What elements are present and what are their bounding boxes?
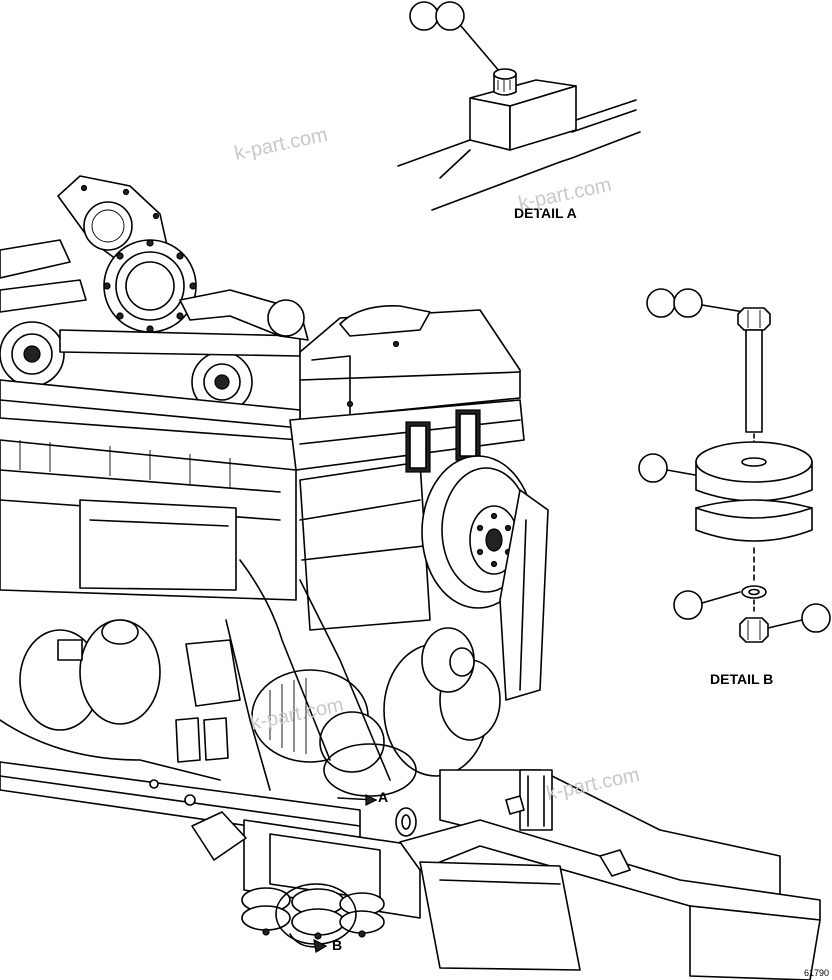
callout-balloon-b2 xyxy=(673,288,703,318)
callout-balloon-b5 xyxy=(801,603,831,633)
drawing-number: 61790 xyxy=(804,968,829,978)
view-indicator-a: A xyxy=(323,743,417,806)
callout-balloon-b4 xyxy=(673,590,703,620)
view-b-label: B xyxy=(332,937,342,953)
detail-b-label: DETAIL B xyxy=(710,671,773,687)
exhaust-flange xyxy=(57,175,197,333)
crank-pulley xyxy=(421,455,549,701)
nut-part xyxy=(739,617,769,643)
detail-a: DETAIL A xyxy=(397,1,641,221)
leader-line-a xyxy=(460,25,501,73)
oil-filter xyxy=(19,619,241,763)
callout-balloon-a2 xyxy=(435,1,465,31)
bolt-part xyxy=(737,307,771,447)
frame-rail-detail-a xyxy=(397,99,641,211)
watermark-text: k-part.com xyxy=(232,124,329,165)
wiring-harness xyxy=(0,559,391,791)
callout-balloon-a1 xyxy=(409,1,439,31)
base-frame xyxy=(0,761,821,980)
alternator xyxy=(251,627,501,777)
view-indicator-b: B xyxy=(275,883,357,953)
callout-balloon-b1 xyxy=(646,288,676,318)
turbocharger xyxy=(0,239,309,413)
isolator-part xyxy=(695,441,813,585)
mount-block-detail-a xyxy=(469,68,577,151)
view-a-label: A xyxy=(378,789,388,805)
frame-isolator-mounts xyxy=(241,887,385,940)
engine-assembly xyxy=(0,175,549,791)
detail-a-label: DETAIL A xyxy=(514,205,577,221)
washer-part xyxy=(741,585,767,613)
callout-balloon-b3 xyxy=(638,453,668,483)
detail-b: DETAIL B xyxy=(638,288,831,687)
engine-block xyxy=(0,379,525,631)
